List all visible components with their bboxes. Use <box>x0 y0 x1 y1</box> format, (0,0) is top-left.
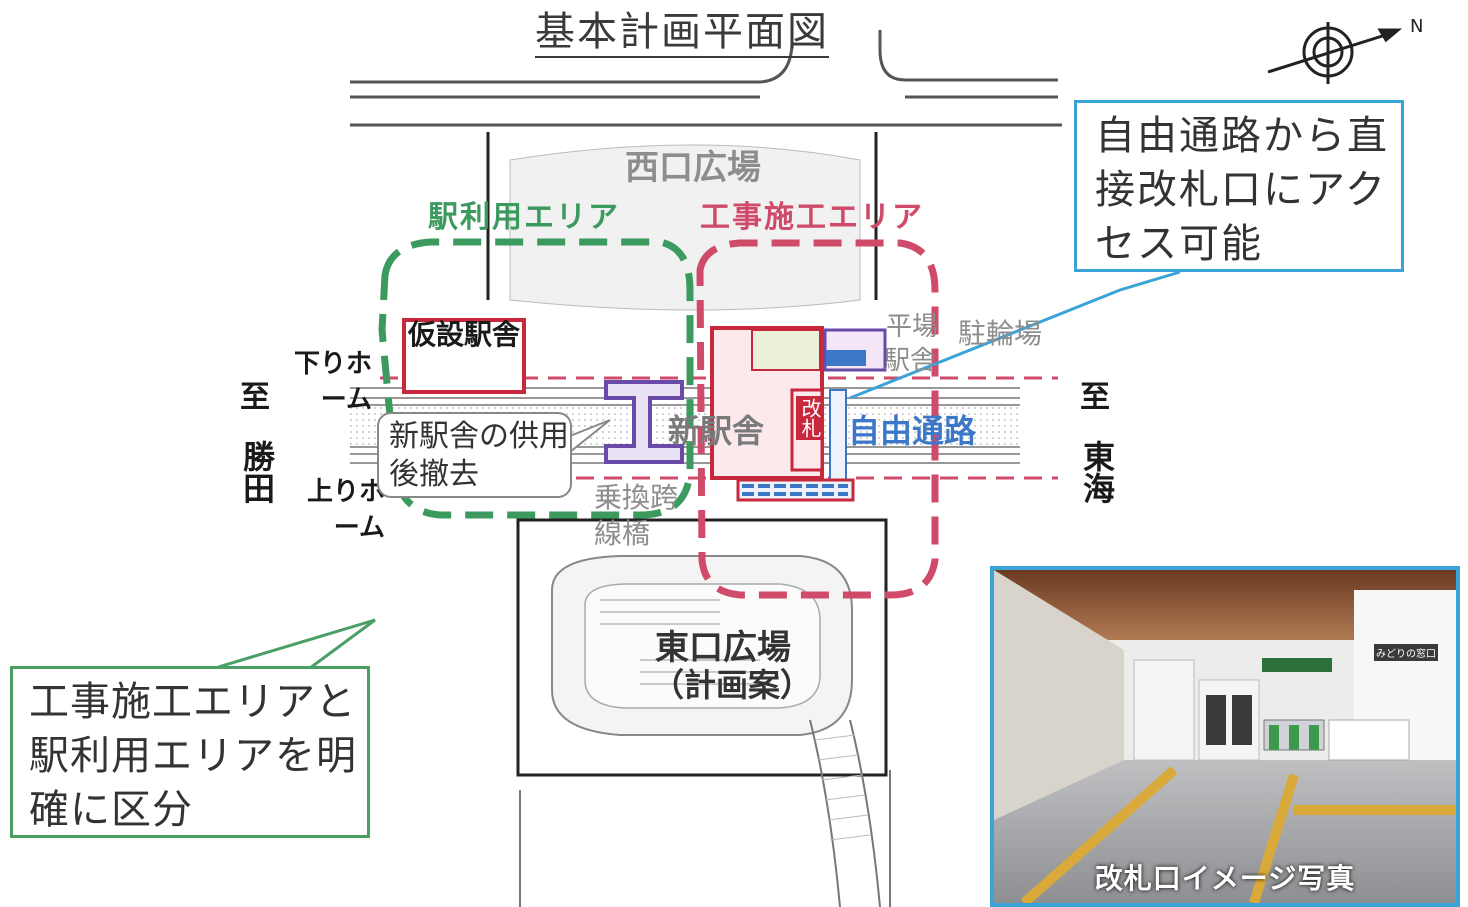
west-plaza-outline <box>486 132 878 300</box>
ticket-gate-label: 改札 <box>796 396 824 440</box>
new-station-label: 新駅舎 <box>668 412 765 450</box>
bicycle-parking-label: 駐輪場 <box>958 317 1043 350</box>
east-plaza-note: （計画案） <box>652 666 813 704</box>
to-tokai-label: 東海 <box>1078 440 1116 504</box>
up-platform-label: 上りホーム <box>306 477 385 543</box>
transfer-bridge-label: 乗換跨線橋 <box>594 481 679 550</box>
parking-stalls <box>600 599 760 685</box>
compass-north-icon: N <box>1267 16 1423 84</box>
construction-area-label: 工事施工エリア <box>700 200 924 235</box>
removal-note-callout: 新駅舎の供用後撤去 <box>377 412 572 498</box>
gray-callout-pointer <box>559 419 611 461</box>
crosswalk <box>814 734 871 841</box>
station-use-area-boundary <box>378 238 694 519</box>
east-plaza-label: 東口広場 <box>655 628 791 668</box>
to-katsuta-prefix: 至 <box>240 380 270 415</box>
temporary-station-label: 仮設駅舎 <box>407 318 520 351</box>
station-building-label: 駅舎 <box>884 346 937 376</box>
page-title: 基本計画平面図 <box>535 8 829 58</box>
construction-area-boundary <box>696 239 939 599</box>
to-katsuta-label: 勝田 <box>238 440 276 504</box>
ticket-gate-photo: みどりの窓口 改札口イメージ写真 <box>990 566 1460 907</box>
flat-parking-label: 平場 <box>886 312 939 342</box>
to-tokai-prefix: 至 <box>1080 380 1110 415</box>
free-passage-callout: 自由通路から直接改札口にアクセス可能 <box>1074 100 1404 272</box>
temporary-station-box <box>402 318 526 394</box>
west-plaza-label: 西口広場 <box>625 148 761 188</box>
south-road <box>519 719 891 907</box>
photo-caption: 改札口イメージ写真 <box>1094 862 1356 895</box>
west-plaza-area <box>509 144 861 311</box>
photo-sign: みどりの窓口 <box>1374 644 1438 661</box>
area-division-callout: 工事施工エリアと駅利用エリアを明確に区分 <box>10 666 370 838</box>
down-platform-label: 下りホーム <box>293 349 372 415</box>
station-use-area-label: 駅利用エリア <box>428 200 620 235</box>
road-lines <box>350 30 1062 127</box>
transfer-bridge-shape <box>604 380 684 464</box>
svg-text:N: N <box>1410 16 1423 37</box>
blue-callout-pointer <box>849 270 1181 400</box>
photo-illustration <box>994 570 1456 903</box>
green-callout-pointer <box>214 618 376 670</box>
free-passage-label: 自由通路 <box>848 412 977 450</box>
